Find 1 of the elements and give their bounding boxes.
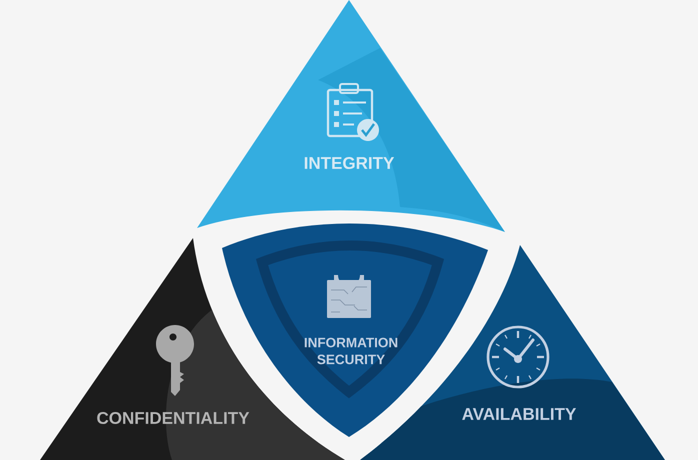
triangle-panel: INTEGRITY [197,0,505,232]
